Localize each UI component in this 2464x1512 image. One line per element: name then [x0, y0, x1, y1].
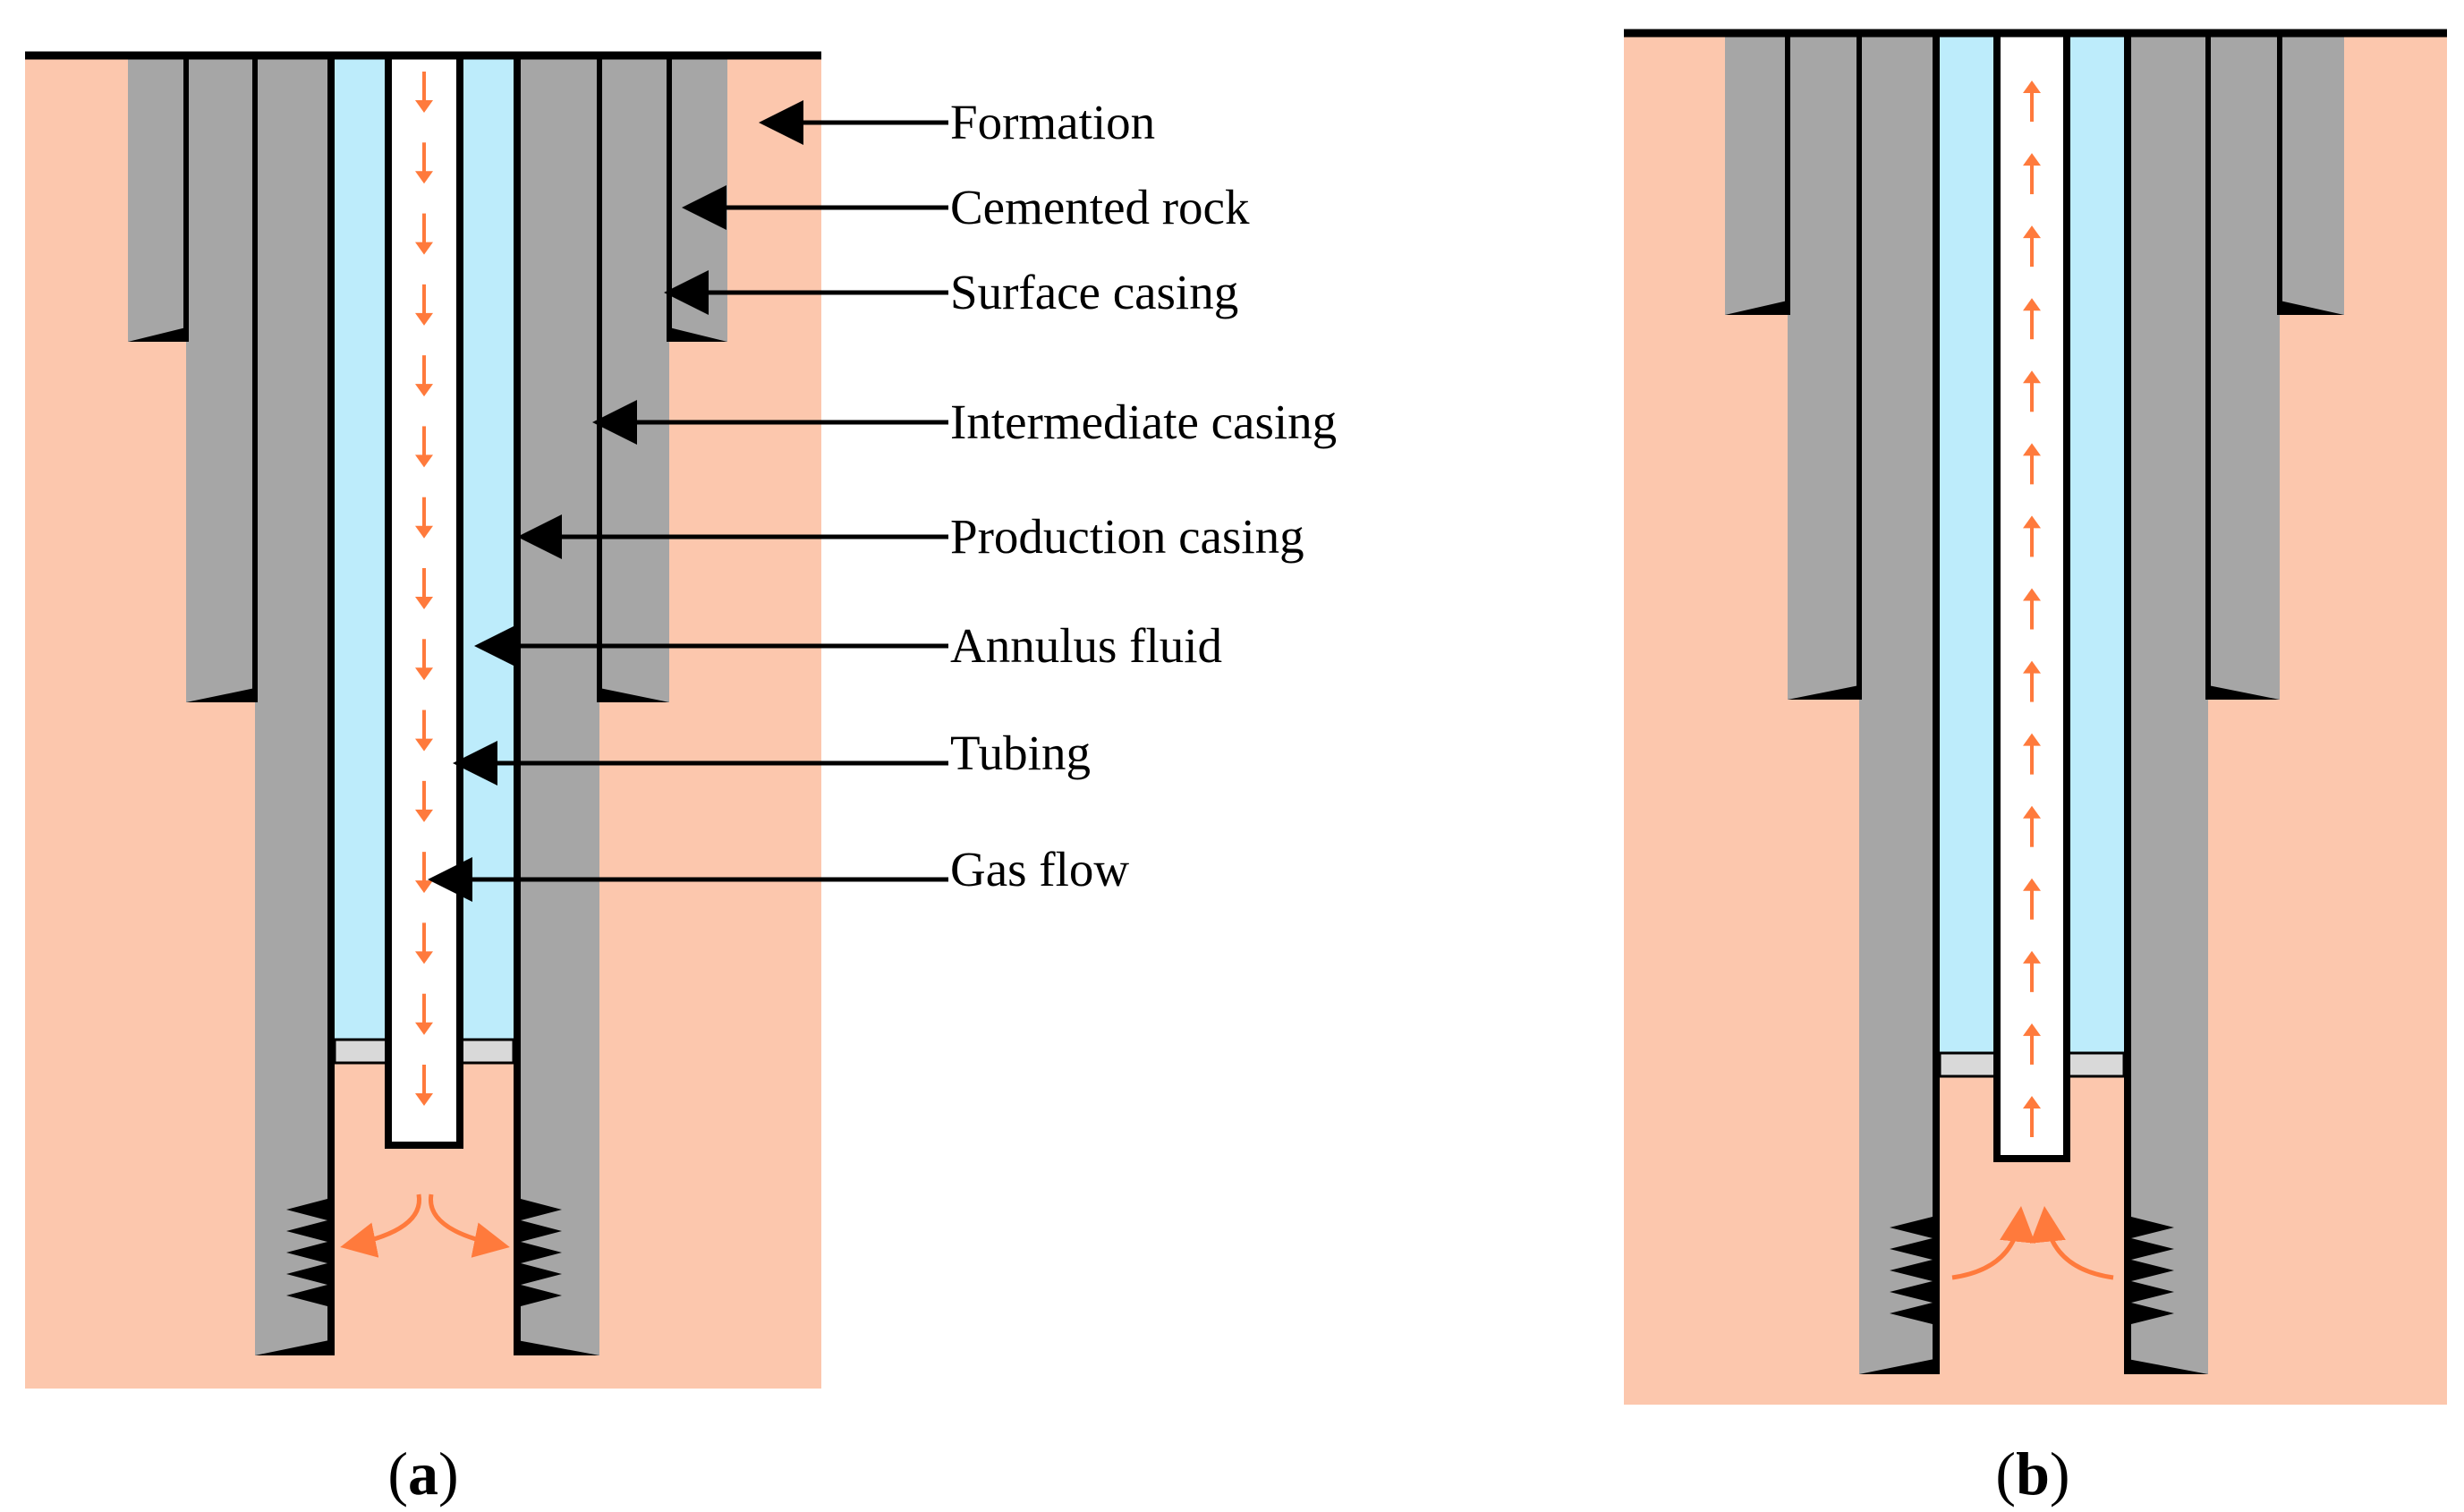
gas-flow-b-arrow-head: [2023, 588, 2041, 601]
surface-shoe-left-b: [1725, 301, 1788, 315]
panel-caption-a: (a): [387, 1440, 458, 1508]
intermediate-shoe-left-a: [186, 688, 255, 702]
production-cement-right-a: [517, 55, 599, 1355]
label-formation: Formation: [950, 95, 1155, 149]
gas-flow-b-arrow-head: [2023, 225, 2041, 239]
gas-flow-b-arrow-head: [2023, 878, 2041, 891]
gas-flow-b-arrow-head: [2023, 733, 2041, 746]
packer-right-a: [458, 1038, 515, 1065]
panel-a-injection: (a): [25, 51, 821, 1508]
gas-flow-a-arrow-head: [415, 951, 433, 964]
outflow-arrow-left-a: [340, 1193, 422, 1258]
gas-flow-a-arrow-head: [415, 809, 433, 822]
gas-flow-b-arrow-head: [2023, 1023, 2041, 1036]
production-cement-left-b: [1859, 33, 1934, 1374]
gas-flow-a-arrow-head: [415, 312, 433, 326]
gas-flow-b-arrow-head: [2023, 1096, 2041, 1109]
gas-flow-b-arrow-head: [2023, 950, 2041, 964]
gas-flow-a-arrow-head: [415, 525, 433, 539]
intermediate-shoe-right-a: [599, 688, 669, 702]
production-cement-left-a: [255, 55, 329, 1355]
gas-flow-b-arrow-head: [2023, 443, 2041, 456]
inflow-arrow-left-b: [1951, 1206, 2035, 1280]
label-surface-casing: Surface casing: [950, 265, 1238, 319]
intermediate-shoe-right-b: [2208, 685, 2280, 700]
gas-flow-b-arrow-head: [2023, 805, 2041, 819]
gas-flow-b-arrow-head: [2023, 515, 2041, 529]
surface-shoe-left-a: [128, 327, 186, 342]
gas-flow-arrows-a: [415, 72, 433, 1106]
label-intermediate-casing: Intermediate casing: [950, 395, 1337, 449]
label-tubing: Tubing: [950, 726, 1091, 780]
panel-caption-b: (b): [1995, 1440, 2069, 1508]
production-shoe-right-b: [2128, 1359, 2208, 1374]
label-cemented-rock: Cemented rock: [950, 180, 1250, 234]
gas-flow-b-arrow-head: [2023, 370, 2041, 384]
perforations-left-b: [1890, 1217, 1933, 1324]
surface-cement-left-a: [128, 55, 186, 342]
gas-flow-a-arrow-head: [415, 242, 433, 255]
intermediate-cement-left-a: [186, 55, 255, 702]
perforations-right-b: [2131, 1217, 2174, 1324]
production-cement-right-b: [2128, 33, 2208, 1374]
panel-b-production: (b): [1624, 29, 2447, 1508]
gas-flow-b-arrow-head: [2023, 153, 2041, 166]
gas-flow-a-arrow-head: [415, 454, 433, 468]
intermediate-cement-right-a: [599, 55, 669, 702]
label-annulus-fluid: Annulus fluid: [950, 618, 1222, 673]
gas-flow-a-arrow-head: [415, 384, 433, 397]
gas-flow-b-arrow-head: [2023, 298, 2041, 311]
packer-left-a: [333, 1038, 390, 1065]
surface-shoe-right-b: [2280, 301, 2344, 315]
gas-flow-a-arrow-head: [415, 738, 433, 752]
gas-flow-a-arrow-head: [415, 1093, 433, 1106]
packer-left-b: [1938, 1051, 1999, 1078]
production-shoe-right-a: [517, 1340, 599, 1355]
intermediate-shoe-left-b: [1788, 685, 1859, 700]
inflow-arrow-right-b: [2030, 1206, 2114, 1280]
gas-flow-a-arrow-head: [415, 667, 433, 681]
label-production-casing: Production casing: [950, 509, 1304, 564]
gas-flow-b-arrow-head: [2023, 81, 2041, 93]
intermediate-cement-left-b: [1788, 33, 1859, 700]
label-gas-flow: Gas flow: [950, 842, 1129, 896]
production-shoe-left-b: [1859, 1359, 1934, 1374]
outflow-arrow-right-a: [428, 1193, 510, 1258]
gas-flow-a-arrow-head: [415, 1022, 433, 1035]
gas-flow-arrows-b: [2023, 81, 2041, 1137]
perforations-right-a: [521, 1199, 562, 1306]
production-shoe-left-a: [255, 1340, 329, 1355]
callout-labels: Formation Cemented rock Surface casing I…: [428, 95, 1337, 902]
packer-right-b: [2065, 1051, 2126, 1078]
surface-cement-left-b: [1725, 33, 1788, 315]
intermediate-cement-right-b: [2208, 33, 2280, 700]
gas-flow-a-arrow-head: [415, 597, 433, 609]
surface-shoe-right-a: [669, 327, 727, 342]
gas-flow-a-arrow-head: [415, 171, 433, 184]
surface-cement-right-b: [2280, 33, 2344, 315]
gas-flow-a-arrow-head: [415, 100, 433, 113]
surface-cement-right-a: [669, 55, 727, 342]
gas-flow-b-arrow-head: [2023, 660, 2041, 674]
perforations-left-a: [286, 1199, 327, 1306]
